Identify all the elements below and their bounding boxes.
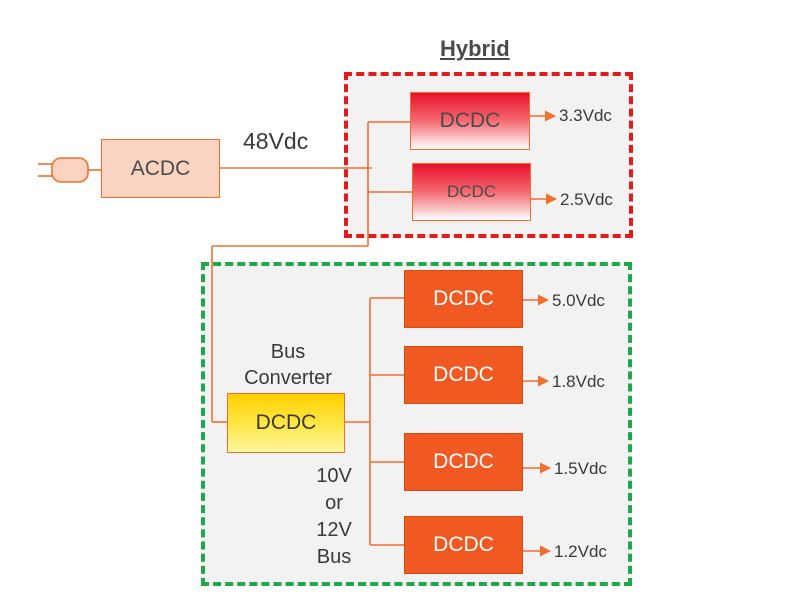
bus-converter-label: Bus Converter [244, 341, 332, 389]
bus-dcdc-1: DCDC [404, 270, 523, 328]
bus-output-4: 1.2Vdc [554, 542, 607, 561]
bus-output-1: 5.0Vdc [552, 291, 605, 310]
hybrid-output-1: 3.3Vdc [559, 106, 612, 125]
hybrid-dcdc-1: DCDC [410, 92, 530, 150]
bus-voltage-label: 48Vdc [243, 128, 309, 154]
plug-icon [51, 157, 89, 183]
bus-dcdc-3: DCDC [404, 433, 523, 491]
bus-voltage-note: 10V or 12V Bus [316, 465, 352, 568]
hybrid-title: Hybrid [440, 36, 510, 61]
hybrid-output-2: 2.5Vdc [560, 190, 613, 209]
bus-output-3: 1.5Vdc [554, 459, 607, 478]
hybrid-dcdc-2: DCDC [412, 163, 531, 221]
acdc-block: ACDC [101, 139, 220, 198]
bus-dcdc-2: DCDC [404, 346, 523, 404]
bus-dcdc-4: DCDC [404, 516, 523, 574]
bus-output-2: 1.8Vdc [552, 372, 605, 391]
bus-converter-dcdc: DCDC [227, 393, 345, 453]
